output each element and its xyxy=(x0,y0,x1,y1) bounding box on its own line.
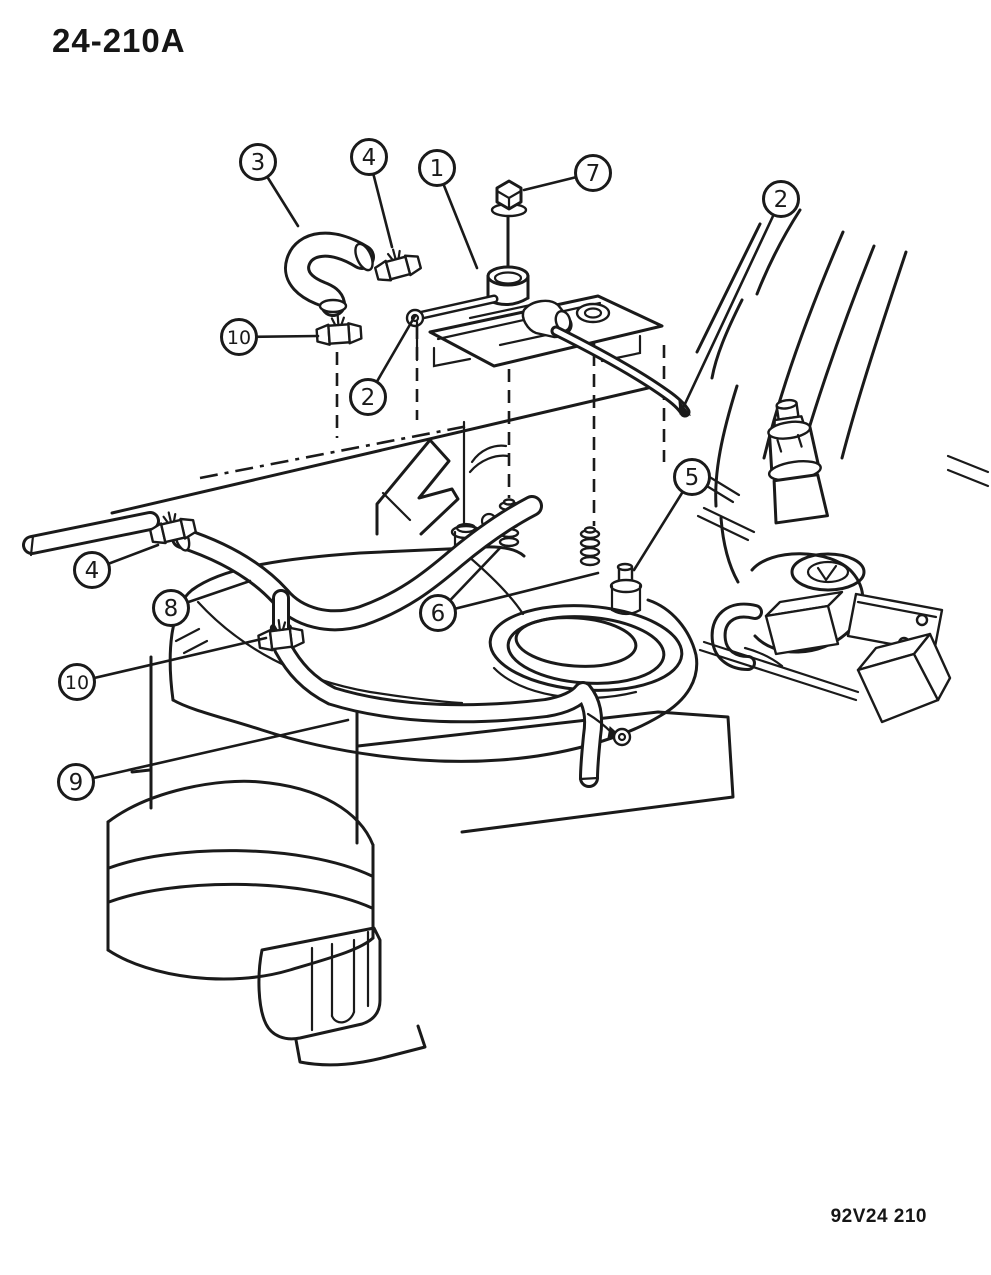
svg-text:10: 10 xyxy=(65,672,89,694)
svg-text:8: 8 xyxy=(164,596,179,622)
hose-clamp xyxy=(149,511,197,545)
harness-connector xyxy=(856,632,952,724)
callout-10[interactable]: 10 xyxy=(220,318,320,356)
callout-2[interactable]: 2 xyxy=(682,180,800,408)
sheet-code: 92V24 210 xyxy=(830,1206,927,1227)
harness-connector xyxy=(764,590,844,656)
purge-hose-2 xyxy=(550,325,692,418)
callout-10[interactable]: 10 xyxy=(58,636,268,701)
callout-6[interactable]: 6 xyxy=(419,546,600,632)
svg-text:5: 5 xyxy=(685,465,700,491)
solenoid-body xyxy=(486,265,530,287)
svg-text:2: 2 xyxy=(774,187,789,213)
svg-text:3: 3 xyxy=(251,150,266,176)
svg-text:1: 1 xyxy=(430,156,445,182)
callout-9[interactable]: 9 xyxy=(57,718,350,801)
cowl-panel xyxy=(22,386,756,557)
assembly-guide-lines xyxy=(335,326,666,526)
vacuum-reservoir-cylinder xyxy=(767,398,829,525)
callout-3[interactable]: 3 xyxy=(239,143,300,228)
svg-text:6: 6 xyxy=(431,601,446,627)
vent-hose-9 xyxy=(273,638,632,788)
callout-8[interactable]: 8 xyxy=(152,579,252,627)
hose-clamp xyxy=(257,619,305,652)
callout-4[interactable]: 4 xyxy=(73,543,160,589)
svg-text:4: 4 xyxy=(362,145,377,171)
hose-fitting xyxy=(612,727,632,747)
svg-text:2: 2 xyxy=(361,385,376,411)
mount-springs-and-grommets xyxy=(450,498,643,616)
pump-reservoir-cluster xyxy=(698,398,952,724)
canister-bracket xyxy=(257,926,427,1067)
valve-mount-grommet xyxy=(575,302,611,324)
vapor-hose-8 xyxy=(171,495,543,641)
svg-text:9: 9 xyxy=(69,770,84,796)
hose-clamp xyxy=(373,248,423,282)
callout-1[interactable]: 1 xyxy=(418,149,479,270)
callout-7[interactable]: 7 xyxy=(522,154,612,192)
flange-nut xyxy=(490,179,528,218)
callout-layer: 1 2 2 3 4 4 5 6 7 8 9 10 10 xyxy=(57,138,800,801)
callout-5[interactable]: 5 xyxy=(632,458,711,572)
callout-2[interactable]: 2 xyxy=(349,314,417,416)
svg-text:10: 10 xyxy=(227,327,251,349)
svg-text:4: 4 xyxy=(85,558,100,584)
purge-valve-assembly xyxy=(405,214,692,418)
mount-spring xyxy=(579,526,601,567)
svg-text:7: 7 xyxy=(586,161,601,187)
hose-clamp xyxy=(315,313,363,346)
diagram-code: 24-210A xyxy=(52,22,186,59)
elbow-hose xyxy=(284,231,375,317)
callout-4[interactable]: 4 xyxy=(350,138,394,249)
stud-grommet xyxy=(609,562,643,616)
vapor-canister xyxy=(106,621,375,981)
